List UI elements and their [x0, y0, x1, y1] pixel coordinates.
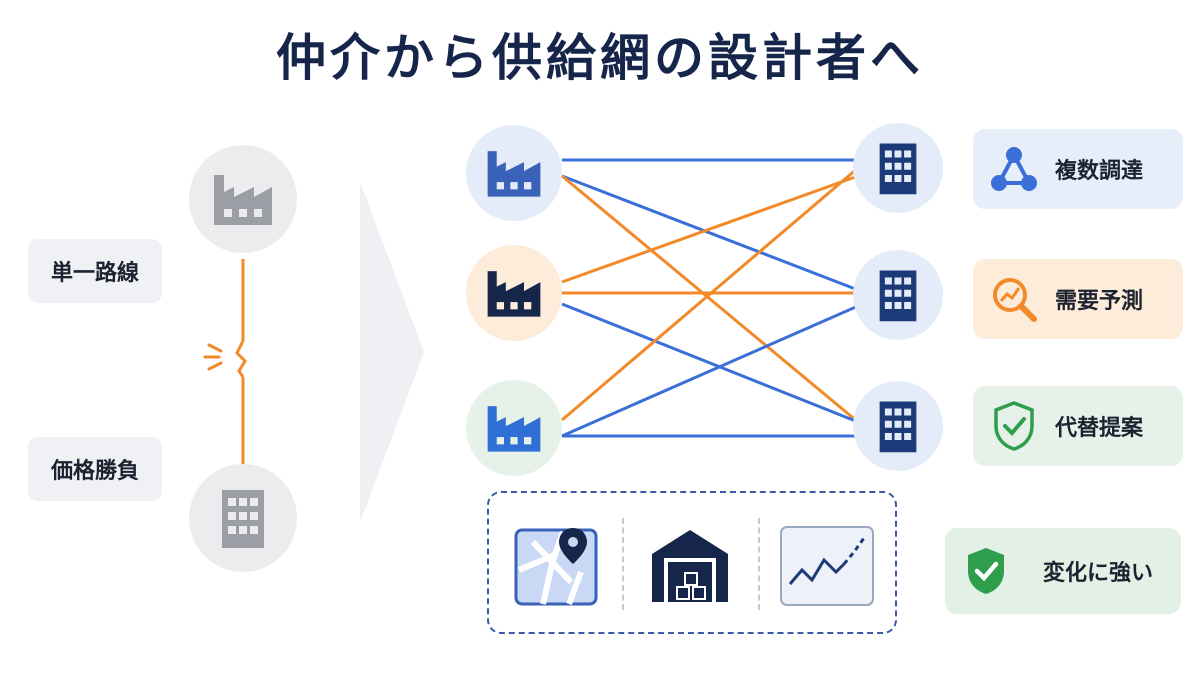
building-node-before — [189, 464, 297, 572]
capability-label: 代替提案 — [1055, 416, 1144, 441]
tools-divider — [758, 518, 760, 610]
customer-building-1 — [853, 123, 943, 213]
single-route-label: 単一路線 — [28, 239, 162, 303]
customer-building-3 — [853, 381, 943, 471]
price-competition-label: 価格勝負 — [28, 437, 162, 501]
break-spark-icon — [203, 343, 223, 371]
capability-card-alternative-proposal: 代替提案 — [973, 386, 1183, 466]
building-icon — [879, 143, 917, 195]
supplier-factory-2 — [466, 245, 562, 341]
resilience-label: 変化に強い — [1043, 561, 1154, 586]
capability-card-demand-forecast: 需要予測 — [973, 259, 1183, 339]
page-title: 仲介から供給網の設計者へ — [276, 29, 924, 87]
building-icon — [879, 270, 917, 322]
capability-label: 需要予測 — [1055, 289, 1144, 314]
map-pin-icon — [514, 528, 598, 606]
trend-magnifier-icon — [993, 278, 1037, 322]
shield-check-outline-icon — [994, 401, 1034, 451]
factory-node-before — [189, 145, 297, 253]
capability-card-multi-sourcing: 複数調達 — [973, 129, 1183, 209]
factory-icon — [214, 175, 272, 225]
network-nodes-icon — [991, 147, 1037, 191]
tools-panel — [487, 491, 897, 634]
factory-icon — [487, 151, 541, 197]
customer-building-2 — [853, 250, 943, 340]
supplier-factory-1 — [466, 125, 562, 221]
trend-chart-icon — [780, 526, 874, 606]
shield-check-filled-icon — [968, 548, 1004, 594]
resilience-card: 変化に強い — [945, 528, 1181, 614]
tools-divider — [622, 518, 624, 610]
factory-icon — [487, 271, 541, 317]
building-icon — [879, 401, 917, 453]
capability-label: 複数調達 — [1055, 159, 1144, 184]
broken-route-line — [203, 259, 247, 464]
factory-icon — [487, 406, 541, 452]
transition-arrow — [360, 182, 424, 522]
building-icon — [222, 490, 264, 548]
warehouse-icon — [652, 530, 728, 602]
supplier-factory-3 — [466, 380, 562, 476]
